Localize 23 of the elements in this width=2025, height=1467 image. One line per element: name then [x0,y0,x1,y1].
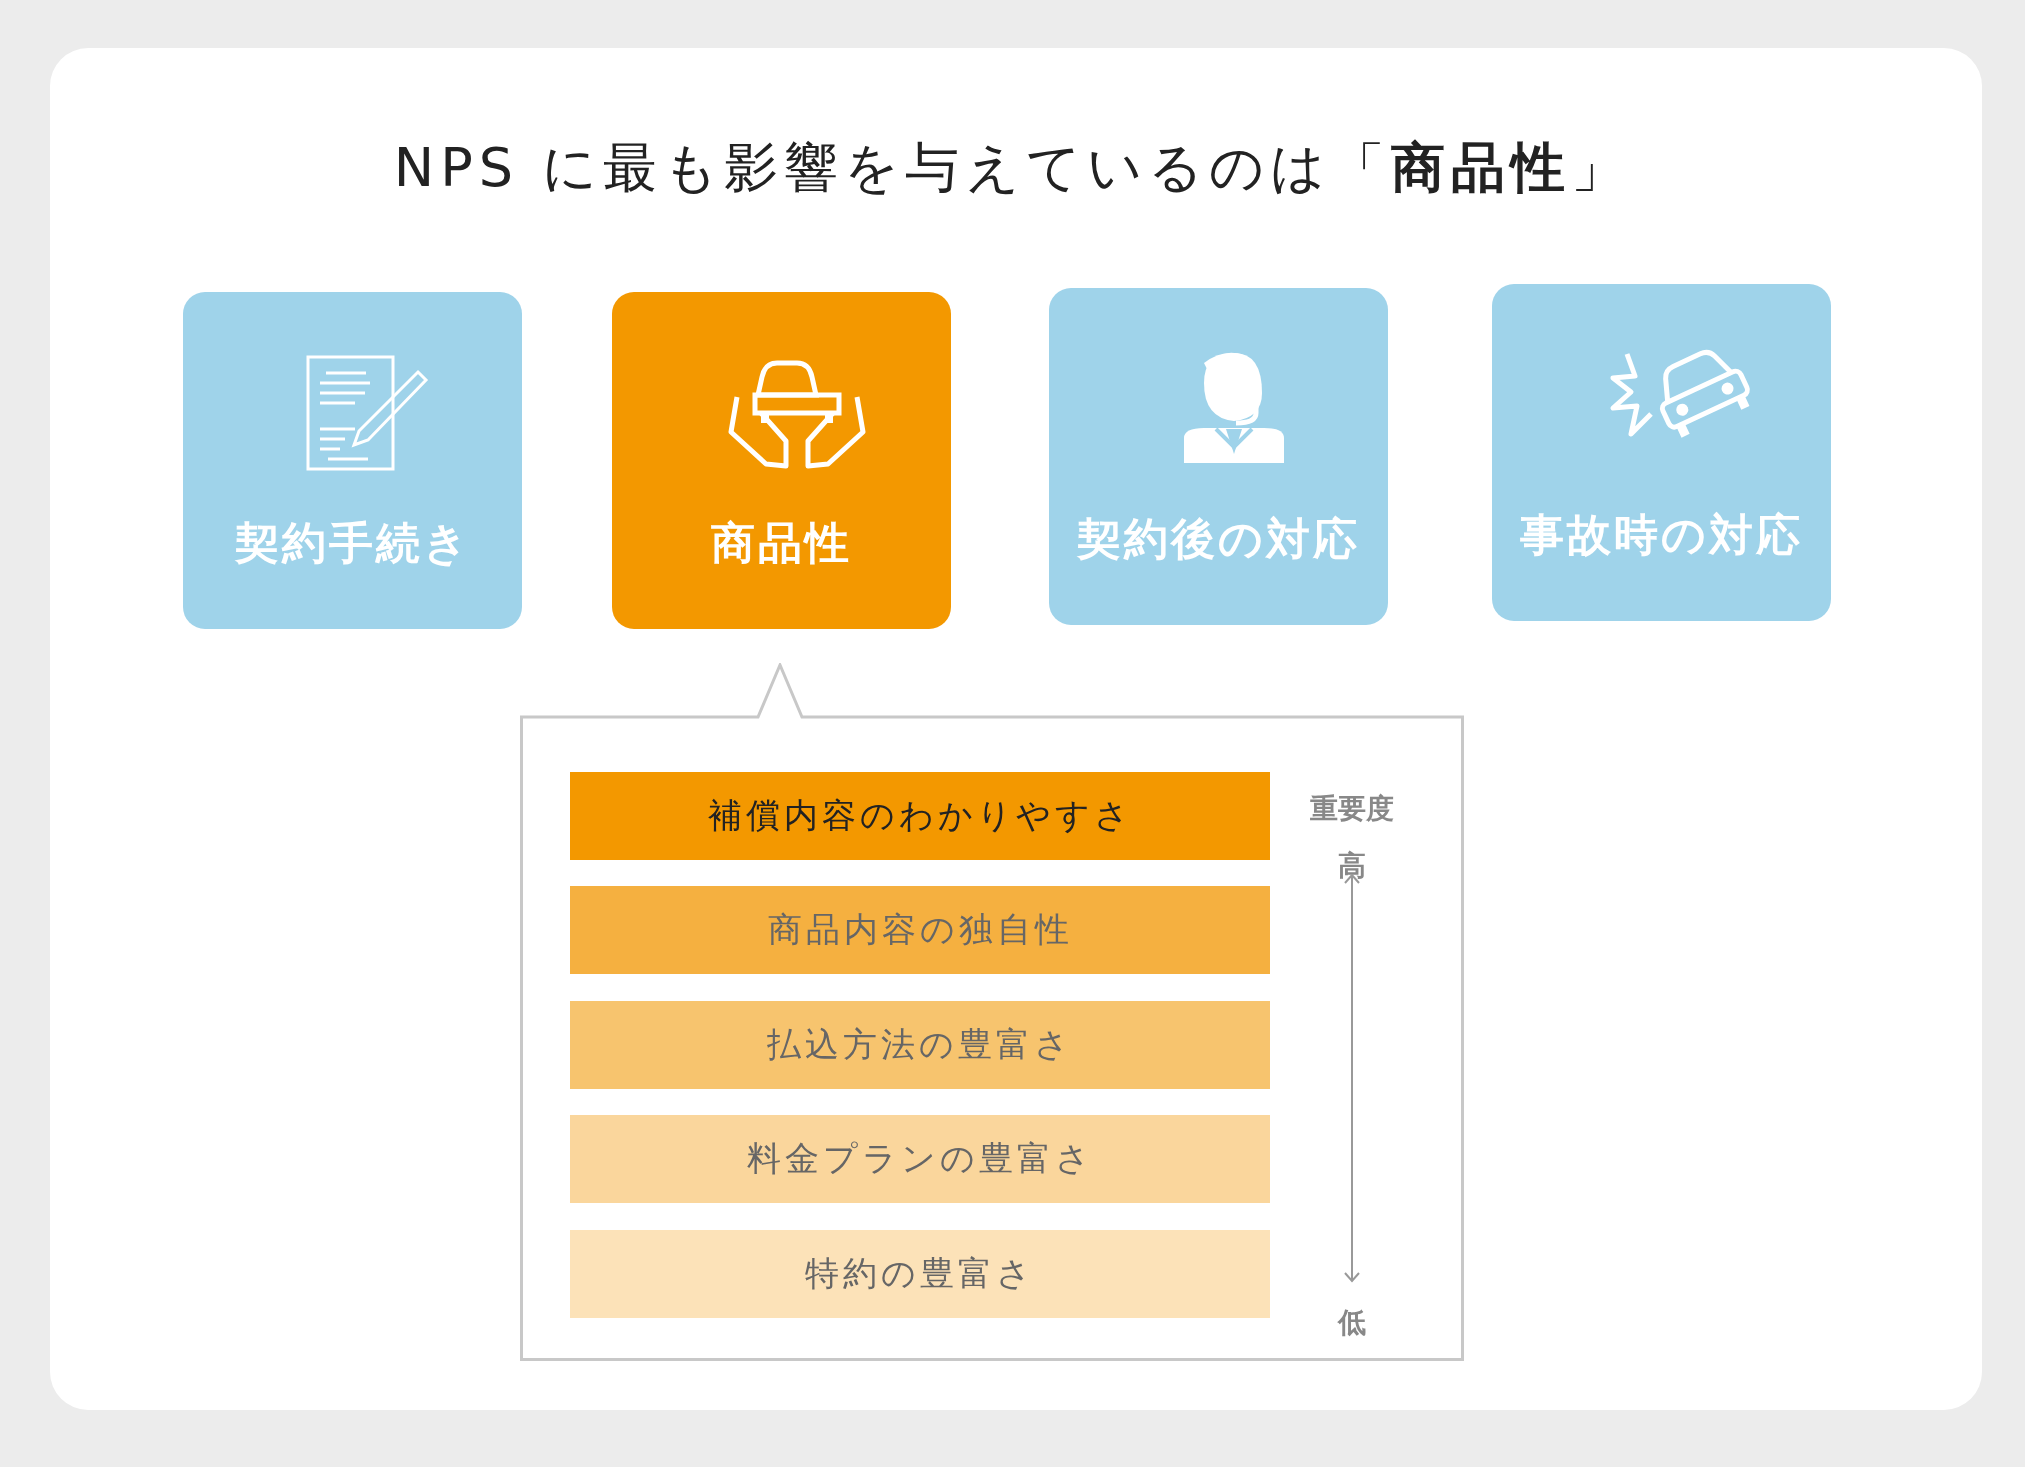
title: NPS に最も影響を与えているのは「商品性」 [392,135,1633,201]
ranking-bar [570,886,1270,974]
callout-panel [520,663,1464,1361]
category-card [612,292,951,629]
card-label: 商品性 [710,516,853,570]
bar-label: 商品内容の独自性 [767,908,1073,951]
card-label: 契約後の対応 [1076,512,1361,566]
category-card [1049,288,1388,625]
bar-label: 料金プランの豊富さ [746,1137,1094,1180]
bar-label: 払込方法の豊富さ [767,1023,1073,1066]
scale-label: 重要度 [1309,791,1395,827]
category-card [1492,284,1831,621]
ranking-bar [570,1001,1270,1089]
bar-label: 補償内容のわかりやすさ [707,794,1133,837]
card-label: 契約手続き [233,516,472,570]
ranking-bar [570,1115,1270,1203]
card-label: 事故時の対応 [1519,508,1804,562]
bar-label: 特約の豊富さ [805,1252,1035,1295]
scale-label: 高 [1337,848,1367,884]
ranking-bar [570,1230,1270,1318]
ranking-bar [570,772,1270,860]
scale-label: 低 [1336,1305,1367,1341]
category-card [183,292,522,629]
